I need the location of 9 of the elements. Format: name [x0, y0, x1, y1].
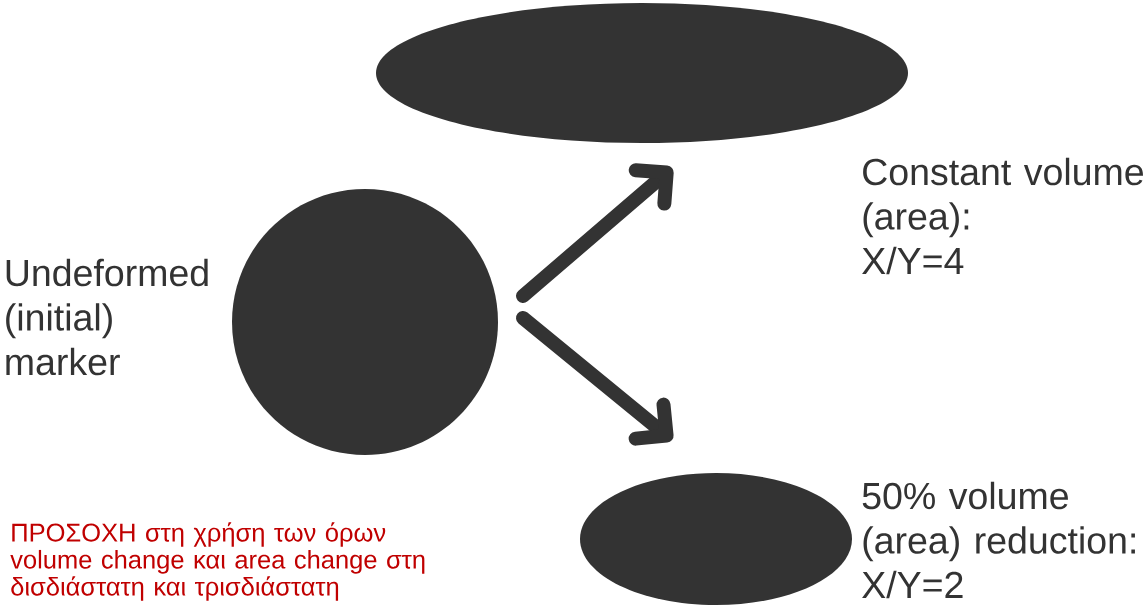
note-text: ΠΡΟΣΟΧΗ στη χρήση των όρων volume change και area change στη δισδιάστατη και τρισδιάστατη — [10, 522, 425, 601]
caption-text: Constant volume (area): X/Y=4 — [862, 157, 1143, 275]
arrow — [516, 163, 674, 303]
marker-ellipse — [376, 3, 908, 143]
caption-text: 50% volume (area) reduction: X/Y=2 — [862, 481, 1135, 599]
caption-text: Undeformed (initial) marker — [6, 258, 208, 376]
arrow — [516, 311, 674, 446]
marker-circle — [232, 189, 498, 455]
marker-ellipse — [580, 473, 852, 605]
